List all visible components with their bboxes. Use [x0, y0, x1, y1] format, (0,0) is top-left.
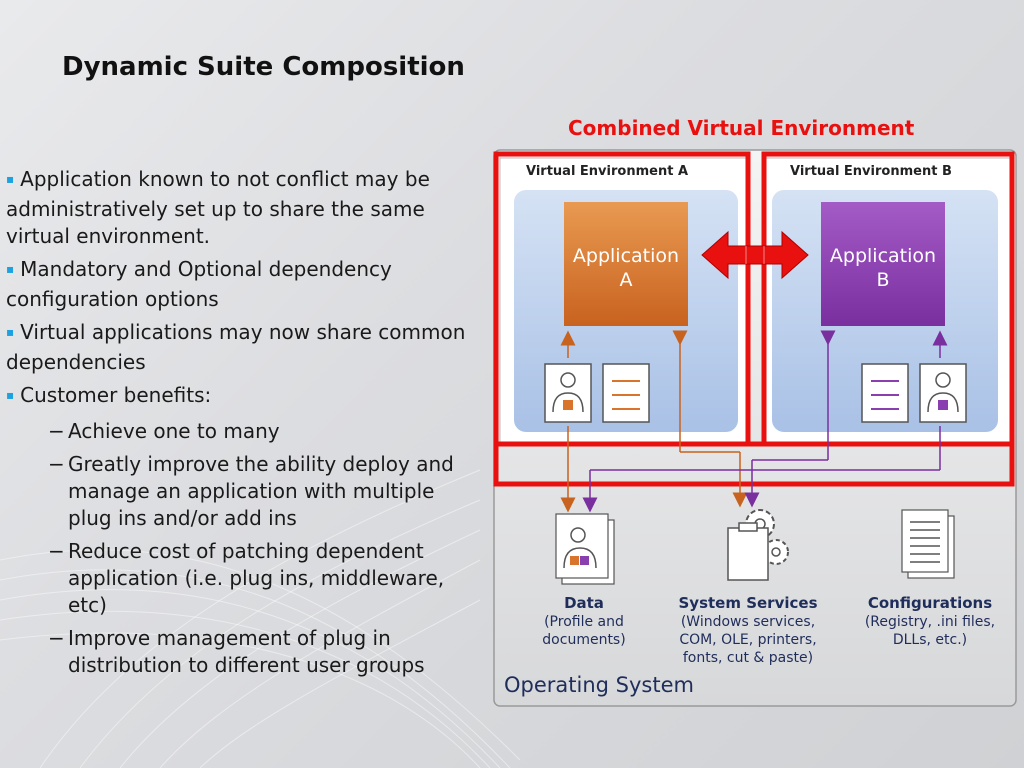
configurations-subtitle-2: DLLs, etc.) [893, 632, 967, 648]
sub-bullet-item: −Achieve one to many [48, 418, 476, 445]
system-services-subtitle-2: COM, OLE, printers, [679, 632, 816, 648]
combined-environment-label: Combined Virtual Environment [568, 116, 915, 140]
sub-bullet-dash: − [48, 419, 65, 443]
operating-system-label: Operating System [504, 673, 694, 697]
app-a-connectors [560, 330, 748, 513]
sub-bullet-text: Reduce cost of patching dependent applic… [68, 539, 445, 617]
configurations-subtitle-1: (Registry, .ini files, [865, 614, 995, 630]
bullet-item: ▪ Customer benefits: [6, 382, 476, 412]
bullet-marker: ▪ [6, 172, 15, 186]
bullet-text: Application known to not conflict may be… [6, 167, 430, 248]
user-profile-icon [544, 363, 592, 423]
sub-bullet-text: Improve management of plug in distributi… [68, 626, 425, 677]
application-a-label-line1: Application [573, 245, 679, 267]
slide-title: Dynamic Suite Composition [62, 52, 465, 82]
sub-bullet-text: Achieve one to many [68, 419, 280, 443]
document-icon [861, 363, 909, 423]
sub-bullet-dash: − [48, 539, 65, 563]
user-profile-icon [919, 363, 967, 423]
sub-bullet-item: −Improve management of plug in distribut… [48, 625, 476, 679]
system-services-subtitle-3: fonts, cut & paste) [683, 650, 813, 666]
application-b-box: Application B [821, 202, 945, 326]
configurations-title: Configurations [868, 594, 992, 612]
application-a-label-line2: A [620, 269, 633, 291]
env-a-label: Virtual Environment A [526, 164, 688, 179]
bullet-list: ▪Application known to not conflict may b… [6, 166, 476, 685]
sub-bullet-dash: − [48, 626, 65, 650]
data-title: Data [564, 594, 604, 612]
system-services-title: System Services [679, 594, 818, 612]
document-icon [602, 363, 650, 423]
combined-environment-highlight [493, 151, 1015, 487]
bullet-item: ▪Application known to not conflict may b… [6, 166, 476, 250]
double-arrow-icon [701, 230, 809, 280]
application-b-label-line1: Application [830, 245, 936, 267]
configurations: Configurations (Registry, .ini files, DL… [865, 509, 995, 648]
bullet-text: Customer benefits: [20, 383, 212, 407]
bullet-item: ▪Virtual applications may now share comm… [6, 319, 476, 376]
sub-bullet-text: Greatly improve the ability deploy and m… [68, 452, 454, 530]
bullet-text: Virtual applications may now share commo… [6, 320, 466, 374]
sub-bullet-dash: − [48, 452, 65, 476]
data-subtitle-2: documents) [542, 632, 625, 648]
clipboard-icon [727, 522, 769, 581]
bullet-marker: ▪ [6, 325, 15, 339]
bullet-item: ▪Mandatory and Optional dependency confi… [6, 256, 476, 313]
sub-bullet-item: −Greatly improve the ability deploy and … [48, 451, 476, 532]
application-a-box: Application A [564, 202, 688, 326]
data-profile-icon [563, 527, 597, 569]
bullet-marker: ▪ [6, 262, 15, 276]
system-services: System Services (Windows services, COM, … [679, 509, 818, 666]
data-subtitle-1: (Profile and [544, 614, 624, 630]
application-b-label-line2: B [876, 269, 889, 291]
sub-bullet-item: −Reduce cost of patching dependent appli… [48, 538, 476, 619]
configuration-document-icon [901, 509, 955, 579]
system-services-subtitle-1: (Windows services, [681, 614, 815, 630]
env-b-label: Virtual Environment B [790, 164, 952, 179]
bullet-marker: ▪ [6, 388, 15, 402]
bullet-text: Mandatory and Optional dependency config… [6, 257, 392, 311]
data-store: Data (Profile and documents) [542, 513, 626, 648]
app-b-connectors [582, 330, 948, 513]
